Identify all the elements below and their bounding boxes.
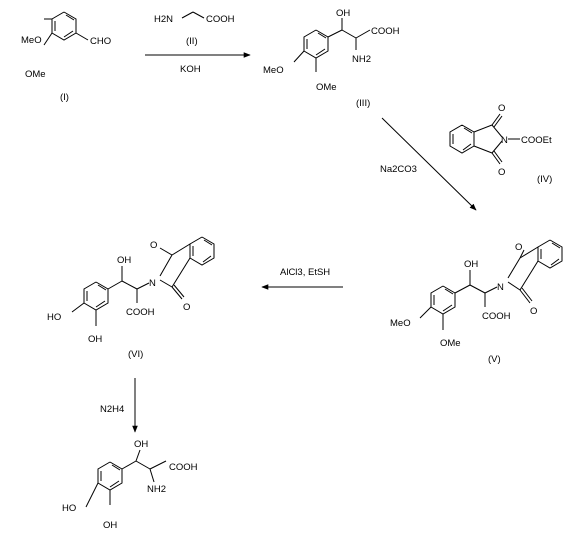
step1-label: (II) [186,36,198,47]
c3-ome4: MeO [263,65,284,76]
step4-reagent: N2H4 [100,404,124,415]
c4-o-bot: O [498,167,505,178]
step3-reagent: AlCl3, EtSH [280,267,330,278]
step1-base: KOH [180,64,201,75]
glycine-nh2: H2N [154,14,173,25]
c4-cooet: COOEt [521,135,552,146]
c5-ome4: MeO [390,318,411,329]
c3-label: (III) [356,98,370,109]
step2: Na2CO3 [380,117,477,211]
compound-vi: OH N O O COOH HO OH (VI) [47,236,215,360]
c3-nh2: NH2 [352,54,371,65]
c6-cooh: COOH [126,307,155,318]
step3: AlCl3, EtSH [261,267,343,290]
c6-o-bot: O [183,302,190,313]
c5-ome3: OMe [440,338,461,349]
c4-o-top: O [498,103,505,114]
c6-ho4: HO [47,312,61,323]
c3-cooh: COOH [371,26,400,37]
glycine-cooh: COOH [206,14,235,25]
c6-oh: OH [117,255,131,266]
step1: H2N COOH (II) KOH [145,11,251,75]
c5-o-bot: O [530,306,537,317]
c7-oh3: OH [103,520,117,531]
c5-n: N [497,282,504,293]
c5-oh: OH [464,259,478,270]
c1-label: (I) [60,92,69,103]
c7-ho4: HO [62,503,76,514]
c5-label: (V) [488,354,501,365]
step2-reagent: Na2CO3 [380,164,417,175]
c6-label: (VI) [128,349,143,360]
c7-cooh: COOH [169,462,198,473]
compound-iv: O O N COOEt (IV) [449,103,552,185]
c3-ome3: OMe [316,82,337,93]
c1-cho: CHO [90,36,111,47]
c7-nh2: NH2 [147,484,166,495]
c1-ome3: OMe [25,69,46,80]
compound-vii: OH COOH NH2 HO OH [62,439,198,531]
c5-o-top: O [515,242,522,253]
compound-v: OH N O O COOH MeO OMe (V) [390,239,563,365]
c6-o-top: O [150,240,157,251]
c5-cooh: COOH [482,311,511,322]
c6-oh3: OH [88,334,102,345]
c1-ome4: MeO [21,35,42,46]
c4-label: (IV) [537,174,552,185]
c4-n: N [501,135,508,146]
compound-iii: OH COOH NH2 MeO OMe (III) [263,8,400,109]
step4: N2H4 [100,378,138,433]
c6-n: N [149,278,156,289]
c7-oh: OH [134,439,148,450]
compound-i: MeO OMe CHO (I) [21,11,111,103]
c3-oh: OH [336,8,350,19]
